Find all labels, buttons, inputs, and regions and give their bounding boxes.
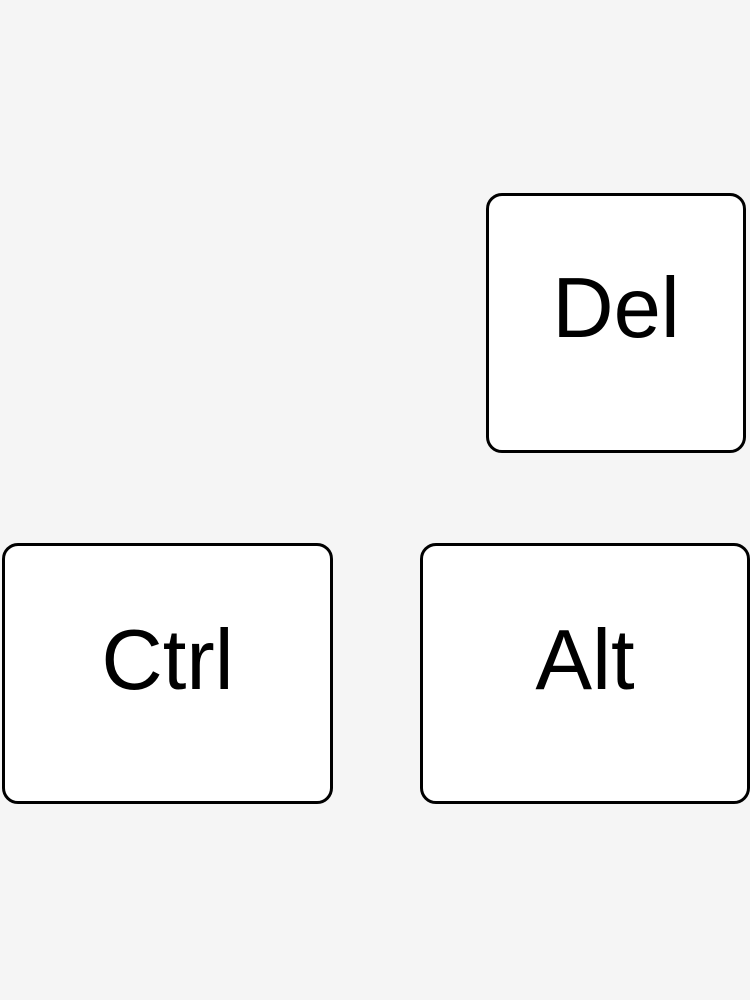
key-del-label: Del: [552, 261, 680, 356]
key-ctrl[interactable]: Ctrl: [2, 543, 333, 804]
key-ctrl-label: Ctrl: [101, 613, 234, 708]
key-alt-label: Alt: [535, 613, 635, 708]
key-alt[interactable]: Alt: [420, 543, 750, 804]
key-del[interactable]: Del: [486, 193, 746, 453]
